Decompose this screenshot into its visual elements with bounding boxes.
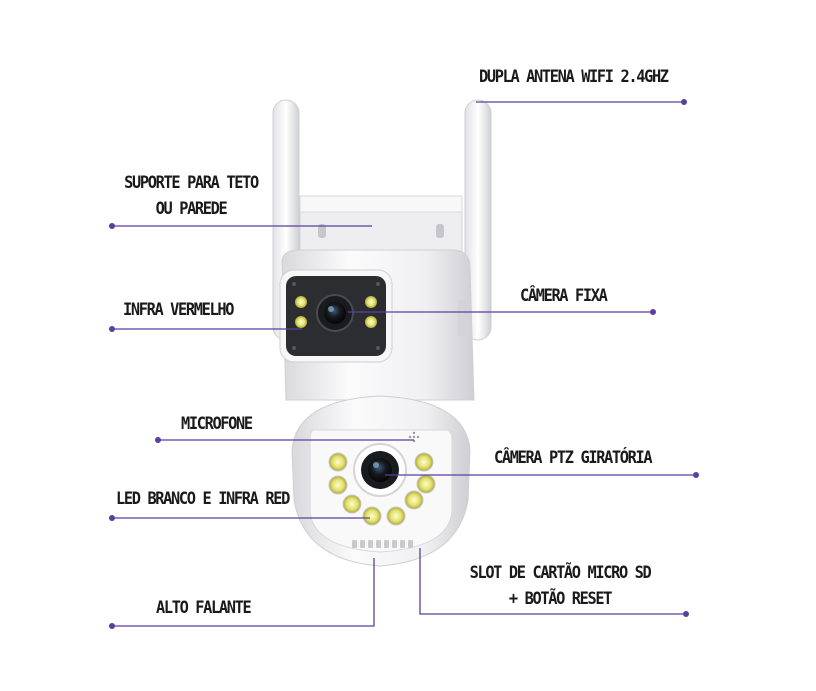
fixed-led-4 [365,316,377,328]
fixed-led-2 [295,316,307,328]
ptz-led-6 [404,490,424,510]
ptz-led-5 [386,506,406,526]
label-sd-slot-line1: SLOT DE CARTÃO MICRO SD [469,563,652,583]
speaker-grille [352,540,413,548]
ptz-led-4 [362,506,382,526]
ptz-lens [368,458,392,482]
label-antenna: DUPLA ANTENA WIFI 2.4GHZ [479,67,669,87]
label-mount-line2: OU PAREDE [155,199,228,219]
leader-sd-slot [419,548,686,615]
microphone-holes [408,431,420,443]
label-ptz-camera: CÂMERA PTZ GIRATÓRIA [494,448,653,468]
label-white-led: LED BRANCO E INFRA RED [116,489,290,509]
label-microphone: MICROFONE [181,414,253,434]
fixed-led-3 [365,296,377,308]
ptz-led-3 [342,494,362,514]
right-antenna [464,99,492,341]
label-infrared: INFRA VERMELHO [123,300,234,320]
leader-speaker [112,558,375,627]
label-mount-line1: SUPORTE PARA TETO [124,173,259,193]
fixed-lens [324,302,346,324]
ptz-led-1 [328,452,348,472]
ptz-led-2 [328,475,348,495]
label-speaker: ALTO FALANTE [156,598,252,618]
label-fixed-camera: CÂMERA FIXA [520,286,608,306]
ptz-led-7 [414,452,434,472]
label-sd-slot-line2: + BOTÃO RESET [508,589,613,609]
fixed-led-1 [295,296,307,308]
ptz-led-8 [416,474,436,494]
